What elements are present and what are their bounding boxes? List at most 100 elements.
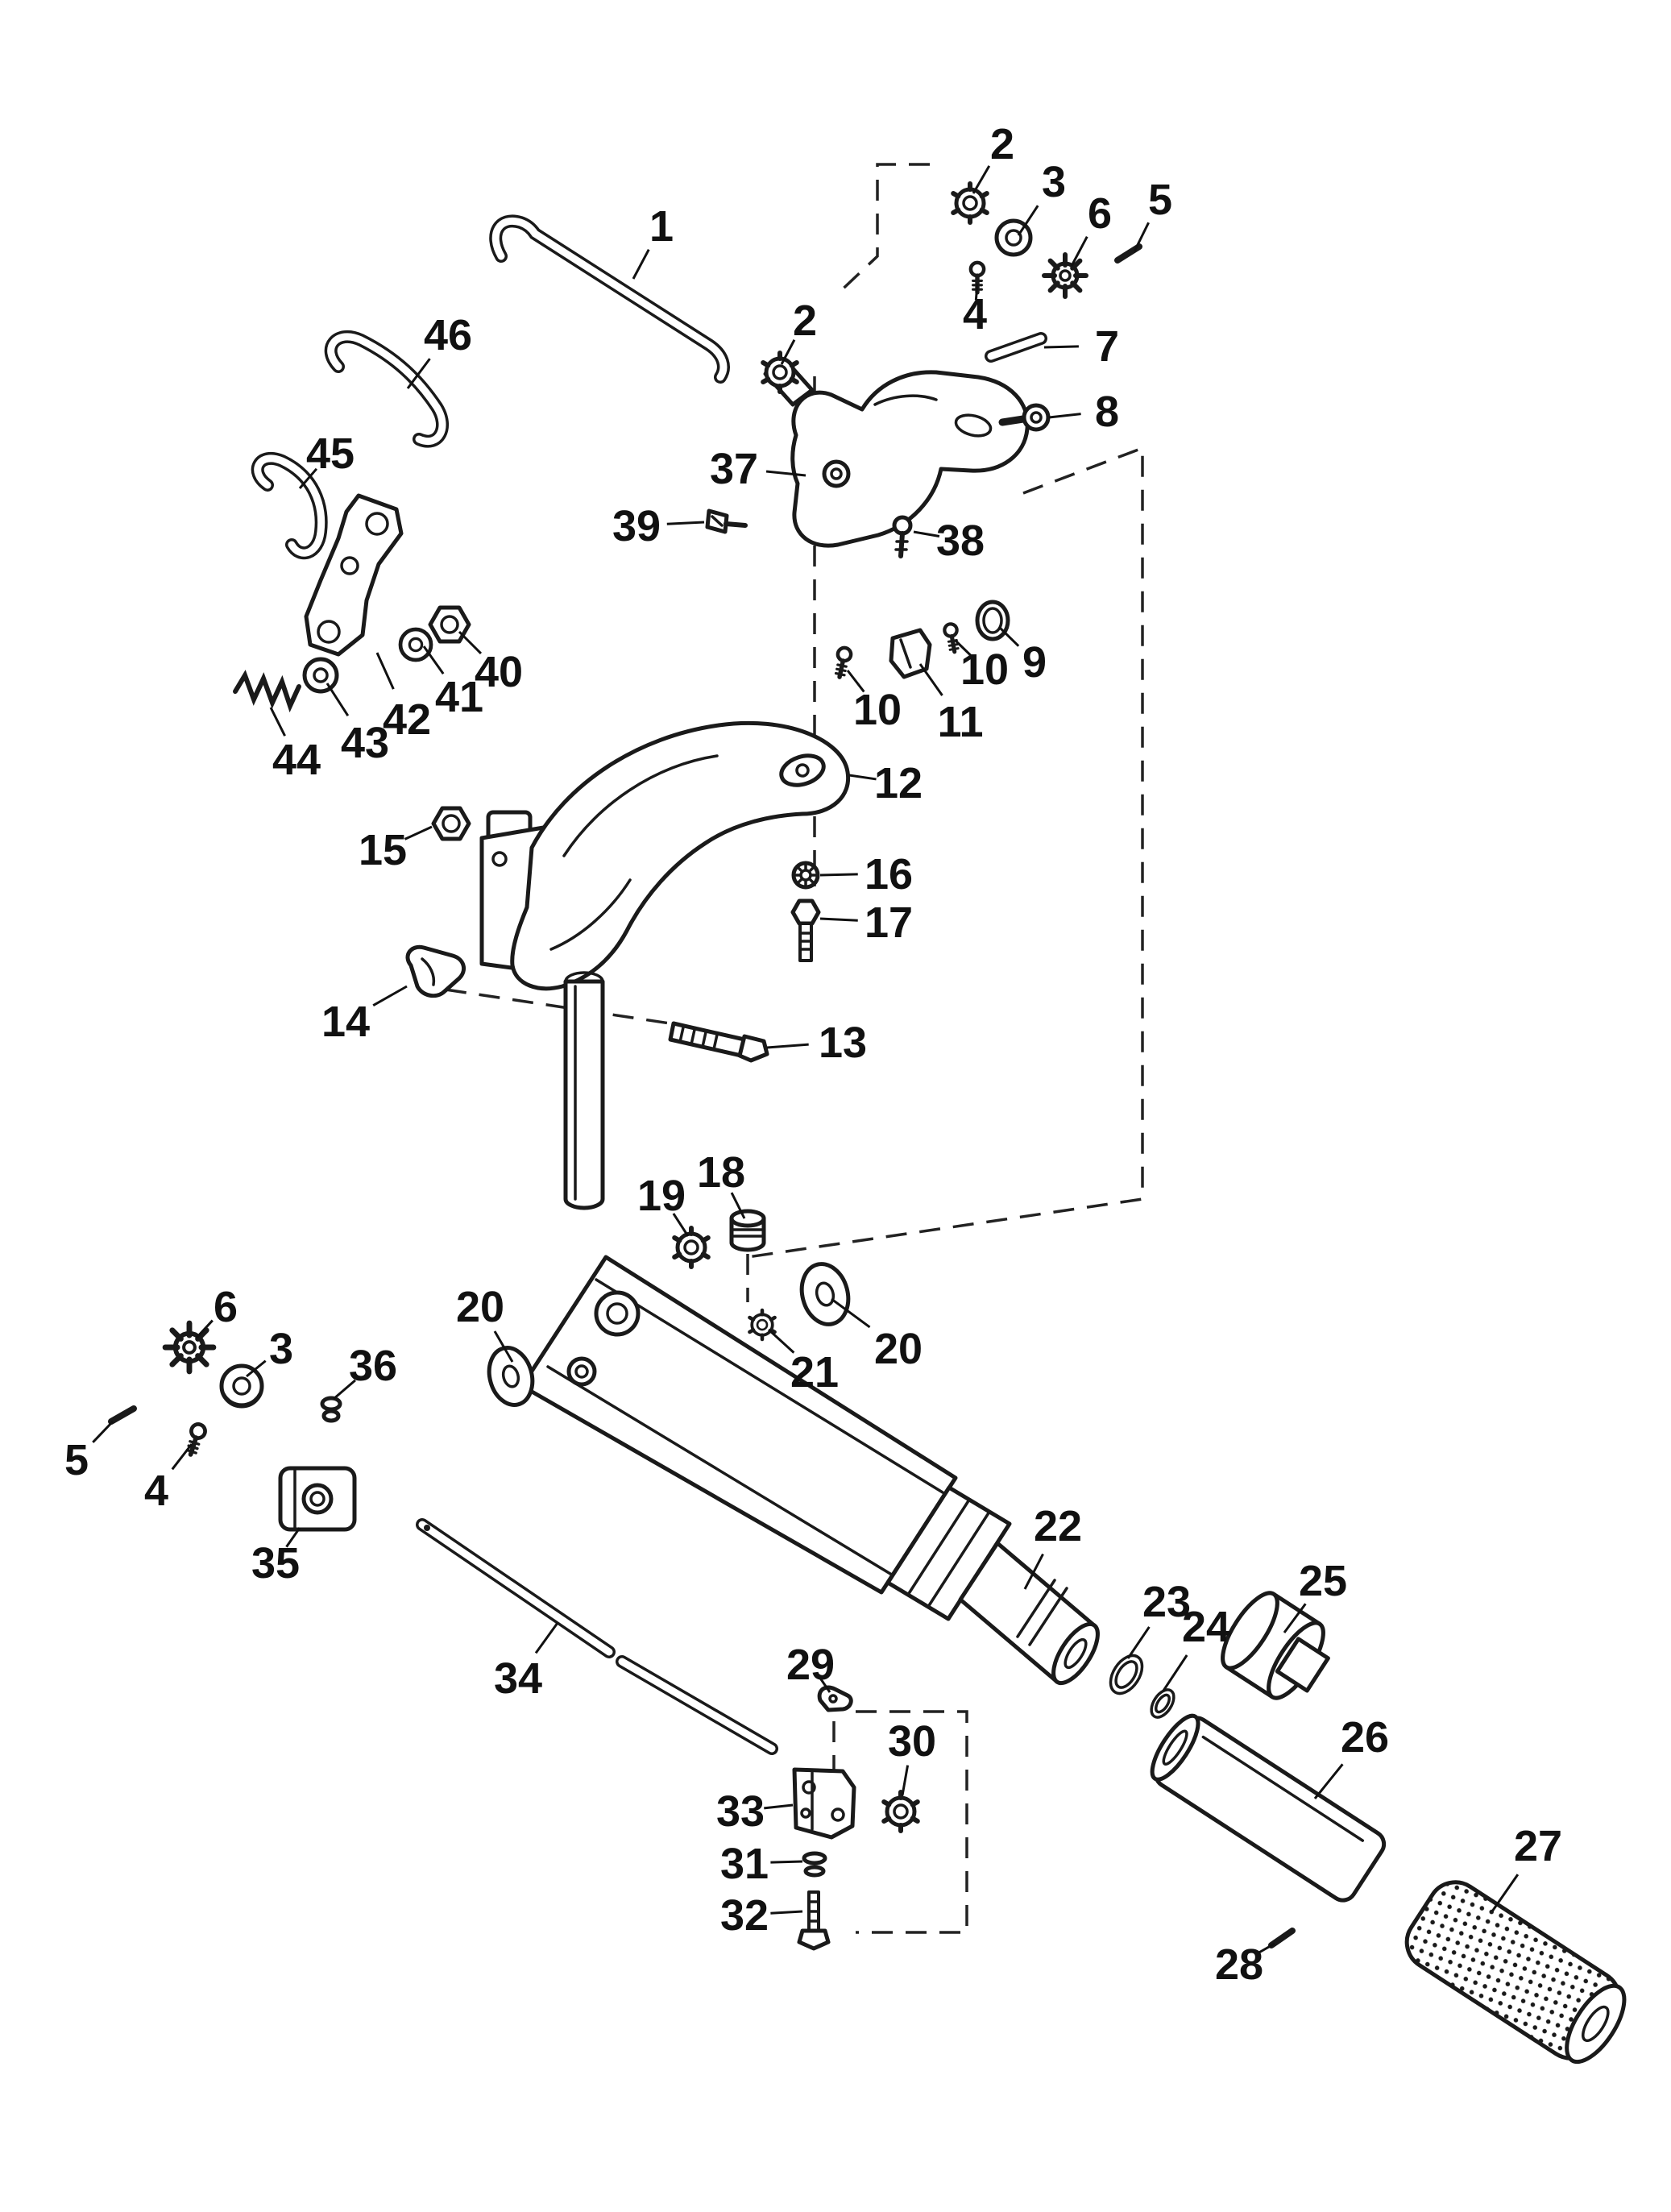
callout-label: 1 [649,202,674,251]
part-12-swivel-bracket [479,720,851,1210]
callout-leader [1133,222,1150,252]
callout-label: 43 [341,719,389,767]
part-13-bolt [668,1021,769,1063]
callout-label: 35 [251,1539,300,1587]
part-8-screw [998,403,1051,432]
callout-label: 10 [853,686,902,734]
callout-leader [974,283,979,301]
part-22-tiller-housing [520,1255,1100,1686]
part-6-gear-lower [165,1323,214,1372]
callout-label: 8 [1095,388,1119,436]
callout-leader [918,663,943,696]
callout-label: 31 [720,1840,769,1888]
part-6-gear-upper [1044,255,1086,297]
callout-leader [375,652,395,690]
part-7-pin [985,332,1047,363]
part-43-washer [305,659,337,691]
part-15-nut [431,806,471,841]
callout-leader [846,670,865,693]
callout-leader [1162,1654,1188,1691]
callout-label: 14 [321,998,370,1046]
callout-leader [298,467,318,489]
part-44-spring [233,670,301,713]
callout-leader [333,1379,356,1401]
callout-leader [422,645,445,674]
part-17-bolt [790,898,821,962]
part-31-washers [802,1851,827,1878]
part-42-bracket-plate [304,493,404,657]
callout-leader [632,248,650,280]
callout-label: 10 [960,645,1009,694]
callout-label: 22 [1034,1502,1082,1550]
part-38-screw [892,515,913,558]
callout-label: 5 [1148,176,1172,224]
callout-leader [767,1328,795,1354]
callout-label: 32 [720,1891,769,1940]
part-5-pin-lower [108,1405,137,1425]
callout-label: 46 [424,311,472,359]
callout-label: 34 [494,1654,542,1703]
part-1-link-rod [489,214,730,384]
callout-label: 26 [1341,1713,1389,1762]
callout-label: 3 [269,1325,293,1373]
callout-label: 11 [937,698,983,746]
callout-leader [1070,235,1088,267]
callout-label: 42 [383,695,431,744]
part-46-spring-wire [324,330,449,448]
part-21-nut [749,1310,774,1339]
part-16-lockwasher [791,861,820,890]
callout-leader [764,1803,794,1810]
callout-label: 28 [1215,1940,1263,1989]
callout-leader [1491,1874,1520,1912]
callout-leader [1126,1626,1151,1659]
callout-label: 41 [435,673,483,721]
callout-label: 25 [1299,1557,1347,1605]
callout-label: 30 [888,1717,936,1766]
part-3-collar-upper [994,218,1033,257]
callout-leader [493,1330,514,1363]
callout-label: 23 [1142,1578,1191,1626]
callout-label: 4 [963,290,987,338]
callout-leader [672,1213,690,1237]
callout-leader [534,1622,559,1654]
callout-label: 29 [786,1641,835,1689]
callout-leader [269,707,286,737]
callout-label: 39 [612,502,661,550]
callout-label: 33 [716,1787,765,1836]
part-26-handle-tube [1150,1713,1387,1903]
part-10-screw-right [943,623,960,653]
callout-leader [780,339,796,365]
part-18-bushing [729,1209,766,1252]
callout-label: 45 [306,430,355,478]
callout-label: 38 [936,517,985,565]
part-29-clip [817,1685,853,1712]
part-20-washer-right [799,1262,851,1326]
callout-label: 24 [1182,1603,1230,1651]
callout-leader [458,630,483,655]
part-14-clamp-half [405,944,466,998]
callout-leader [954,639,972,658]
callout-leader [765,470,806,477]
callout-label: 6 [1088,189,1112,238]
callout-label: 9 [1022,638,1047,687]
callout-leader [831,1297,871,1329]
callout-leader [325,683,350,716]
callout-leader [1048,413,1081,419]
callout-label: 12 [874,759,923,807]
callout-label: 27 [1514,1822,1562,1870]
callout-label: 18 [697,1148,745,1197]
part-36-plug [320,1396,342,1423]
part-2-nut-upper [953,184,987,222]
callout-label: 6 [214,1283,238,1331]
callout-label: 5 [64,1436,89,1484]
callout-leader [171,1443,193,1471]
part-3-collar-lower [219,1363,264,1409]
part-25-split-bushing [1221,1591,1330,1700]
callout-leader [997,625,1020,647]
callout-label: 7 [1095,322,1119,371]
callout-leader [404,825,433,840]
part-34-link-rod [416,1518,778,1755]
